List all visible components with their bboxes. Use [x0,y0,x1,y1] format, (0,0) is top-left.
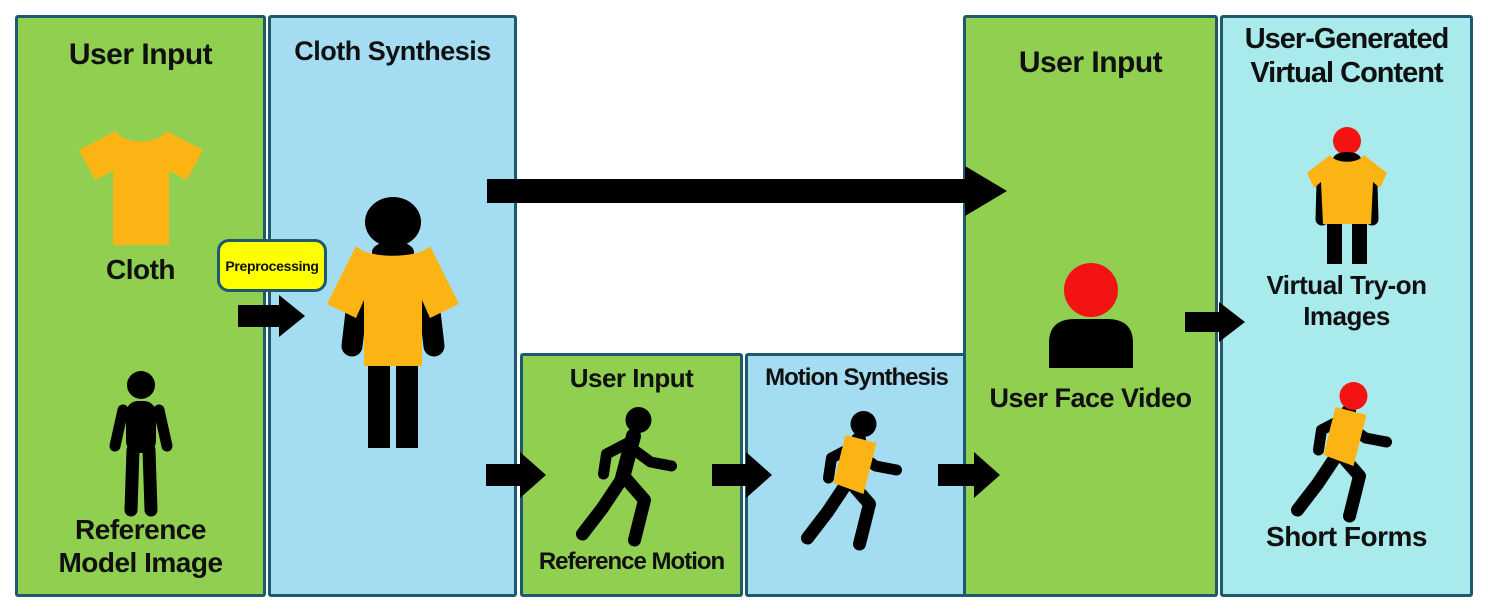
panel-title: Motion Synthesis [765,364,949,391]
panel-title: User Input [569,363,694,393]
model-wearing-cloth-icon [326,197,459,448]
reference-model-person-icon [109,371,172,517]
panel-virtual-content: User-Generated Virtual Content Virtual T… [1220,15,1473,597]
preprocessing-label: Preprocessing [225,257,319,274]
cloth-synthesis-to-user-input-arrow [487,166,1007,216]
reference-motion-to-motion-synthesis-arrow [712,452,772,498]
reference-model-label: Reference Model Image [58,514,223,579]
short-forms-label: Short Forms [1266,521,1427,552]
walking-person-icon [575,407,677,547]
panel-title: User-Generated Virtual Content [1244,23,1450,89]
cloth-label: Cloth [105,254,176,285]
reference-motion-label: Reference Motion [538,548,725,575]
preprocessing-arrow [238,295,305,337]
motion-synthesis-to-user-input-arrow [938,452,1000,498]
tryon-person-red-head-icon [1306,127,1387,264]
virtual-tryon-label: Virtual Try-on Images [1266,270,1427,331]
tshirt-icon [78,131,203,245]
panel-user-input-cloth: User Input Cloth Reference Model Image [15,15,266,597]
panel-title: Cloth Synthesis [294,36,491,66]
walking-person-wearing-cloth-icon [800,411,902,551]
cloth-synthesis-to-reference-motion-arrow [486,452,546,498]
panel-motion-synthesis: Motion Synthesis [745,353,968,597]
shortform-walking-person-icon [1290,382,1392,523]
user-input-to-virtual-content-arrow [1185,302,1245,342]
panel-title: User Input [68,38,213,71]
panel-user-input-face: User Input User Face Video [963,15,1218,597]
preprocessing-badge: Preprocessing [217,239,327,292]
user-face-bust-icon [1048,263,1133,368]
panel-title: User Input [1018,46,1163,79]
panel-user-input-motion: User Input Reference Motion [520,353,743,597]
panel-cloth-synthesis: Cloth Synthesis [268,15,517,597]
user-face-video-label: User Face Video [989,383,1192,413]
